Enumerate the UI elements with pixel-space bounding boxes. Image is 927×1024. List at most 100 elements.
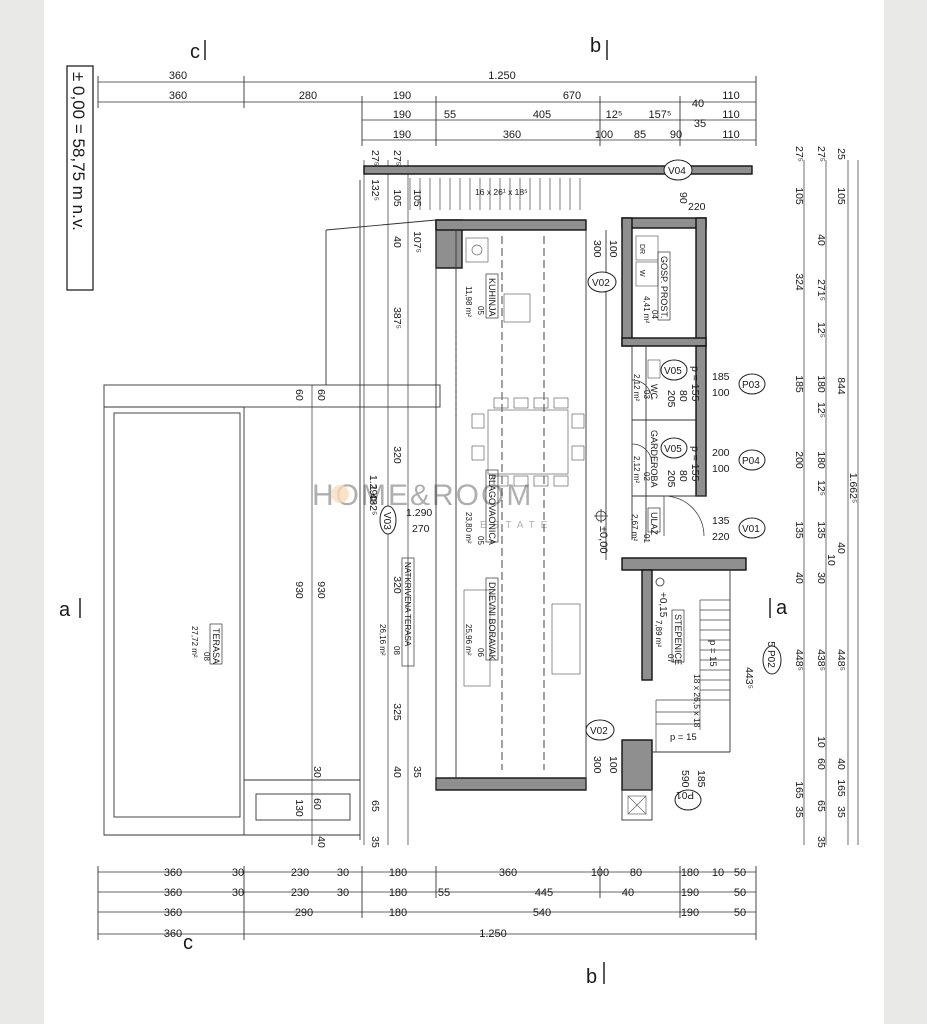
room-blagovaonica: BLAGOVAONICA 05 23,80 m² xyxy=(464,469,499,545)
svg-text:200: 200 xyxy=(712,447,730,459)
svg-text:180: 180 xyxy=(815,375,827,393)
svg-text:30: 30 xyxy=(337,867,349,879)
svg-text:30: 30 xyxy=(815,572,827,584)
svg-text:360: 360 xyxy=(164,867,182,879)
svg-text:p = 155: p = 155 xyxy=(689,446,701,481)
tag-v02-bottom: V02 xyxy=(585,719,615,741)
tag-v05-wc: V05 xyxy=(660,359,688,381)
svg-text:40: 40 xyxy=(835,758,847,770)
svg-text:180: 180 xyxy=(389,887,407,899)
svg-text:STEPENICE: STEPENICE xyxy=(673,614,683,665)
svg-text:V05: V05 xyxy=(664,444,682,455)
section-marker-b-top: b xyxy=(590,35,601,57)
tag-v02-top: V02 xyxy=(587,271,617,293)
svg-text:100: 100 xyxy=(591,867,609,879)
svg-text:220: 220 xyxy=(712,531,730,543)
svg-text:80: 80 xyxy=(630,867,642,879)
svg-text:325: 325 xyxy=(391,703,403,721)
stair-top xyxy=(409,178,581,210)
tv-unit xyxy=(551,603,581,675)
svg-text:165: 165 xyxy=(793,781,805,799)
svg-text:08: 08 xyxy=(392,646,401,655)
svg-text:185: 185 xyxy=(695,770,707,788)
svg-text:23,80 m²: 23,80 m² xyxy=(464,512,473,544)
svg-text:03: 03 xyxy=(642,390,651,399)
opening-notes: 220 90 300 100 p = 155 80 205 p = 155 80… xyxy=(406,192,730,788)
dryer-icon xyxy=(635,235,659,261)
south-wall xyxy=(435,777,587,791)
entry-wall xyxy=(621,557,747,571)
level-015: +0,15 xyxy=(657,592,668,618)
svg-text:35: 35 xyxy=(793,806,805,818)
svg-text:60: 60 xyxy=(815,758,827,770)
svg-text:KUHINJA: KUHINJA xyxy=(487,278,497,317)
svg-text:185: 185 xyxy=(712,371,730,383)
svg-text:300: 300 xyxy=(591,756,603,774)
svg-text:40: 40 xyxy=(391,766,403,778)
svg-text:90: 90 xyxy=(677,192,689,204)
svg-text:40: 40 xyxy=(835,542,847,554)
watermark-subtext: ESTATE xyxy=(480,520,553,531)
svg-text:25: 25 xyxy=(835,148,847,160)
watermark: HOME&ROOM ESTATE xyxy=(312,479,553,531)
entry-door-swing xyxy=(663,495,705,537)
level-markers xyxy=(594,509,665,587)
section-marker-a-right: a xyxy=(776,597,788,619)
svg-text:26,16 m²: 26,16 m² xyxy=(378,624,387,656)
svg-text:12⁵: 12⁵ xyxy=(815,322,827,338)
svg-text:280: 280 xyxy=(299,90,317,102)
level-000: ±0,00 xyxy=(597,526,609,553)
section-marker-c-top: c xyxy=(190,41,200,63)
svg-text:105: 105 xyxy=(835,187,847,205)
svg-text:35: 35 xyxy=(411,766,423,778)
svg-text:443⁵: 443⁵ xyxy=(743,667,755,689)
section-markers: c b a a c b xyxy=(59,35,788,988)
svg-text:35: 35 xyxy=(835,806,847,818)
svg-text:360: 360 xyxy=(499,867,517,879)
svg-text:ULAZ: ULAZ xyxy=(649,512,659,536)
svg-text:P02: P02 xyxy=(765,650,776,668)
svg-text:40: 40 xyxy=(815,234,827,246)
dimension-ticks xyxy=(97,76,757,940)
stair-top-label: 16 x 26¹ x 18⁵ xyxy=(475,187,528,197)
svg-text:110: 110 xyxy=(722,129,740,141)
svg-text:35: 35 xyxy=(369,836,381,848)
tag-v04: V04 xyxy=(663,159,693,181)
room-kuhinja: KUHINJA 05 11,98 m² xyxy=(464,273,499,319)
svg-text:12⁵: 12⁵ xyxy=(815,480,827,496)
room-ulaz: ULAZ 01 2,67 m² xyxy=(630,507,661,543)
svg-text:100: 100 xyxy=(712,387,730,399)
svg-text:180: 180 xyxy=(681,867,699,879)
svg-text:100: 100 xyxy=(595,129,613,141)
watermark-text: HOME&ROOM xyxy=(312,479,533,512)
svg-text:1.250: 1.250 xyxy=(488,70,516,82)
washer-label: W xyxy=(638,270,645,277)
svg-text:180: 180 xyxy=(389,867,407,879)
svg-text:BLAGOVAONICA: BLAGOVAONICA xyxy=(487,474,497,545)
svg-text:360: 360 xyxy=(169,70,187,82)
svg-text:165: 165 xyxy=(835,779,847,797)
svg-text:27,72 m²: 27,72 m² xyxy=(190,626,199,658)
furniture xyxy=(463,235,661,815)
svg-text:27⁵: 27⁵ xyxy=(391,150,403,166)
planter-box xyxy=(255,793,351,821)
svg-text:18 x 26,5 x 18: 18 x 26,5 x 18 xyxy=(692,674,702,728)
svg-text:40: 40 xyxy=(692,98,704,110)
svg-text:06: 06 xyxy=(476,648,485,657)
svg-text:110: 110 xyxy=(722,109,740,121)
dryer-label: DR xyxy=(638,244,645,254)
svg-text:40: 40 xyxy=(622,887,634,899)
room-labels: KUHINJA 05 11,98 m² GOSP. PROST. 04 4,41… xyxy=(190,251,685,667)
svg-text:190: 190 xyxy=(393,109,411,121)
svg-text:55: 55 xyxy=(438,887,450,899)
stair-lower xyxy=(655,599,730,752)
tag-v03: V03 xyxy=(379,505,397,535)
svg-text:40: 40 xyxy=(391,236,403,248)
svg-text:01: 01 xyxy=(642,534,651,543)
svg-text:180: 180 xyxy=(389,907,407,919)
svg-text:04: 04 xyxy=(650,310,659,319)
svg-text:65: 65 xyxy=(369,800,381,812)
section-marker-a-left: a xyxy=(59,599,71,621)
svg-text:220: 220 xyxy=(688,201,706,213)
wc-icon xyxy=(647,359,661,379)
